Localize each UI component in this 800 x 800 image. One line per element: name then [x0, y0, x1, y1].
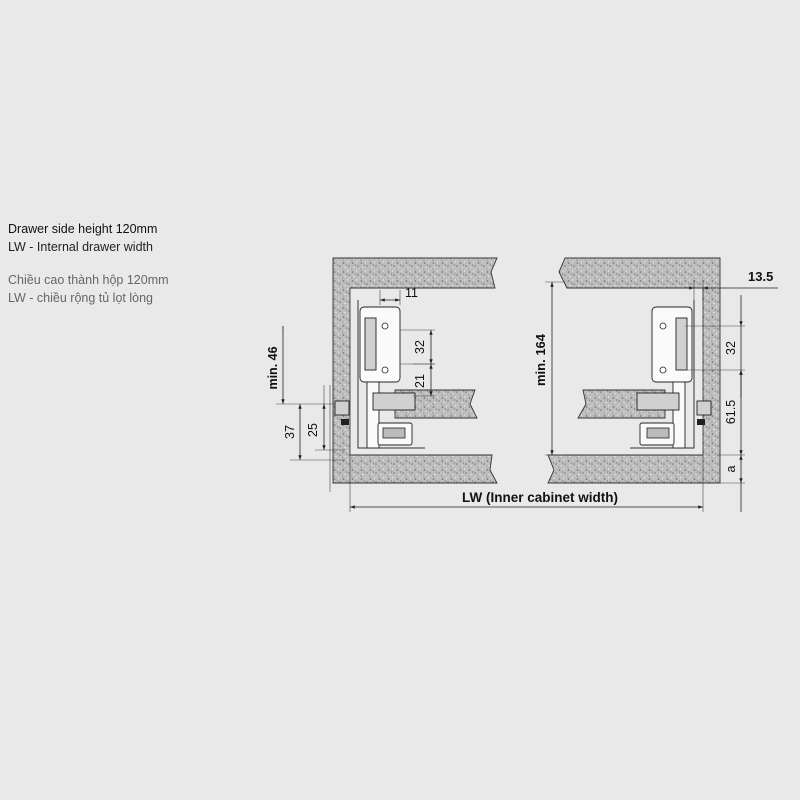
legend-note-en: LW - Internal drawer width	[8, 240, 153, 254]
dim-lw-label: LW (Inner cabinet width)	[462, 490, 618, 505]
legend-title-vi: Chiều cao thành hộp 120mm	[8, 273, 169, 287]
dim-11-label: 11	[405, 286, 418, 300]
dimension-25: 25	[306, 385, 345, 451]
dim-min164-label: min. 164	[533, 333, 548, 386]
dim-61-5-label: 61.5	[724, 400, 738, 424]
left-cabinet	[332, 257, 498, 484]
left-runner	[334, 306, 416, 449]
dimension-13-5: 13.5	[682, 269, 778, 300]
dimension-min164: min. 164	[533, 281, 565, 456]
right-runner	[636, 306, 712, 449]
dim-21-label: 21	[413, 374, 427, 388]
legend-note-vi: LW - chiều rộng tủ lọt lòng	[8, 291, 153, 305]
legend-title-en: Drawer side height 120mm	[8, 222, 158, 236]
dimension-11: 11	[379, 286, 418, 305]
dimension-lw: LW (Inner cabinet width)	[349, 455, 704, 512]
dim-37-label: 37	[283, 425, 297, 439]
dim-32-right-label: 32	[724, 341, 738, 355]
dimension-21: 21	[413, 363, 435, 397]
dim-13-5-label: 13.5	[748, 269, 773, 284]
dimension-37: 37	[283, 404, 345, 461]
legend: Drawer side height 120mm LW - Internal d…	[8, 220, 169, 307]
dim-25-label: 25	[306, 423, 320, 437]
dimension-61-5: 61.5	[718, 370, 745, 456]
dim-32-left-label: 32	[413, 340, 427, 354]
dimension-32-left: 32	[400, 329, 435, 365]
dimension-min46: min. 46	[266, 326, 335, 405]
dim-a-label: a	[724, 465, 738, 472]
dim-min46-label: min. 46	[266, 346, 280, 389]
dimension-a: a	[718, 455, 745, 512]
